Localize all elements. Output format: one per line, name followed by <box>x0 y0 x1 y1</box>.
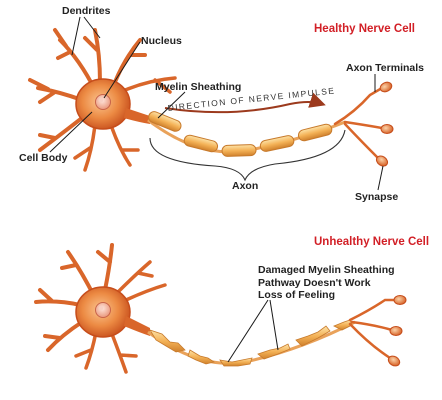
dendrites-label: Dendrites <box>62 5 111 17</box>
unhealthy-neuron <box>34 243 407 374</box>
unhealthy-terminal-buttons <box>387 295 407 367</box>
synapse-label: Synapse <box>355 191 399 203</box>
nucleus-label: Nucleus <box>141 35 182 47</box>
myelin-sheathing-label: Myelin Sheathing <box>155 81 242 93</box>
axon-bracket <box>149 129 346 182</box>
direction-arrow <box>164 92 326 114</box>
healthy-axon-hillock <box>124 108 150 124</box>
unhealthy-axon-terminals <box>348 298 398 360</box>
damaged-myelin-segments <box>149 319 353 367</box>
unhealthy-axon-hillock <box>124 316 150 336</box>
unhealthy-title: Unhealthy Nerve Cell <box>314 236 430 248</box>
unhealthy-nucleus <box>95 302 111 318</box>
healthy-terminal-buttons <box>375 81 394 167</box>
healthy-nucleus <box>95 94 111 110</box>
healthy-myelin-segments <box>148 111 333 157</box>
unhealthy-leader-lines <box>227 299 279 363</box>
healthy-axon-terminals <box>333 86 384 160</box>
healthy-title: Healthy Nerve Cell <box>314 23 415 35</box>
cell-body-label: Cell Body <box>19 152 68 164</box>
axon-terminals-label: Axon Terminals <box>346 62 424 74</box>
axon-label: Axon <box>232 180 259 192</box>
damaged-myelin-label: Damaged Myelin Sheathing Pathway Doesn't… <box>258 264 395 301</box>
healthy-leader-lines <box>49 16 384 191</box>
